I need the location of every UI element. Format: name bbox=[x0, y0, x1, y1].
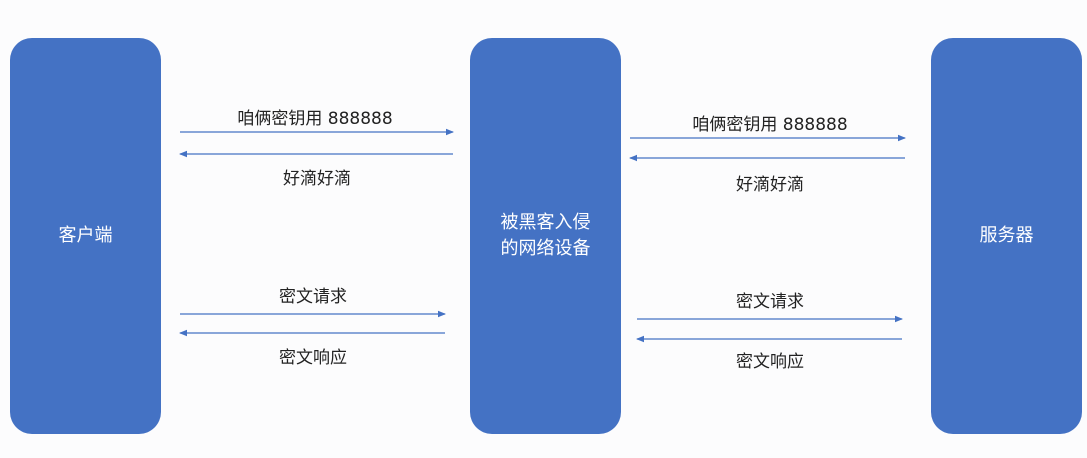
client-label: 客户端 bbox=[58, 225, 113, 246]
server-node: 服务器 bbox=[931, 38, 1082, 434]
label-left-key-response: 好滴好滴 bbox=[283, 169, 351, 189]
label-left-cipher-response: 密文响应 bbox=[279, 348, 347, 368]
client-node: 客户端 bbox=[10, 38, 161, 434]
compromised-device-label-line-2: 的网络设备 bbox=[500, 238, 591, 259]
label-right-key-request: 咱俩密钥用 888888 bbox=[692, 115, 848, 135]
compromised-device-label-line-1: 被黑客入侵 bbox=[500, 212, 591, 233]
label-right-key-response: 好滴好滴 bbox=[736, 175, 804, 195]
compromised-device-label: 被黑客入侵 的网络设备 bbox=[501, 210, 591, 262]
compromised-device-node: 被黑客入侵 的网络设备 bbox=[470, 38, 621, 434]
label-right-cipher-request: 密文请求 bbox=[736, 292, 804, 312]
server-label: 服务器 bbox=[979, 225, 1034, 246]
label-right-cipher-response: 密文响应 bbox=[736, 352, 804, 372]
label-left-key-request: 咱俩密钥用 888888 bbox=[237, 109, 393, 129]
label-left-cipher-request: 密文请求 bbox=[279, 287, 347, 307]
